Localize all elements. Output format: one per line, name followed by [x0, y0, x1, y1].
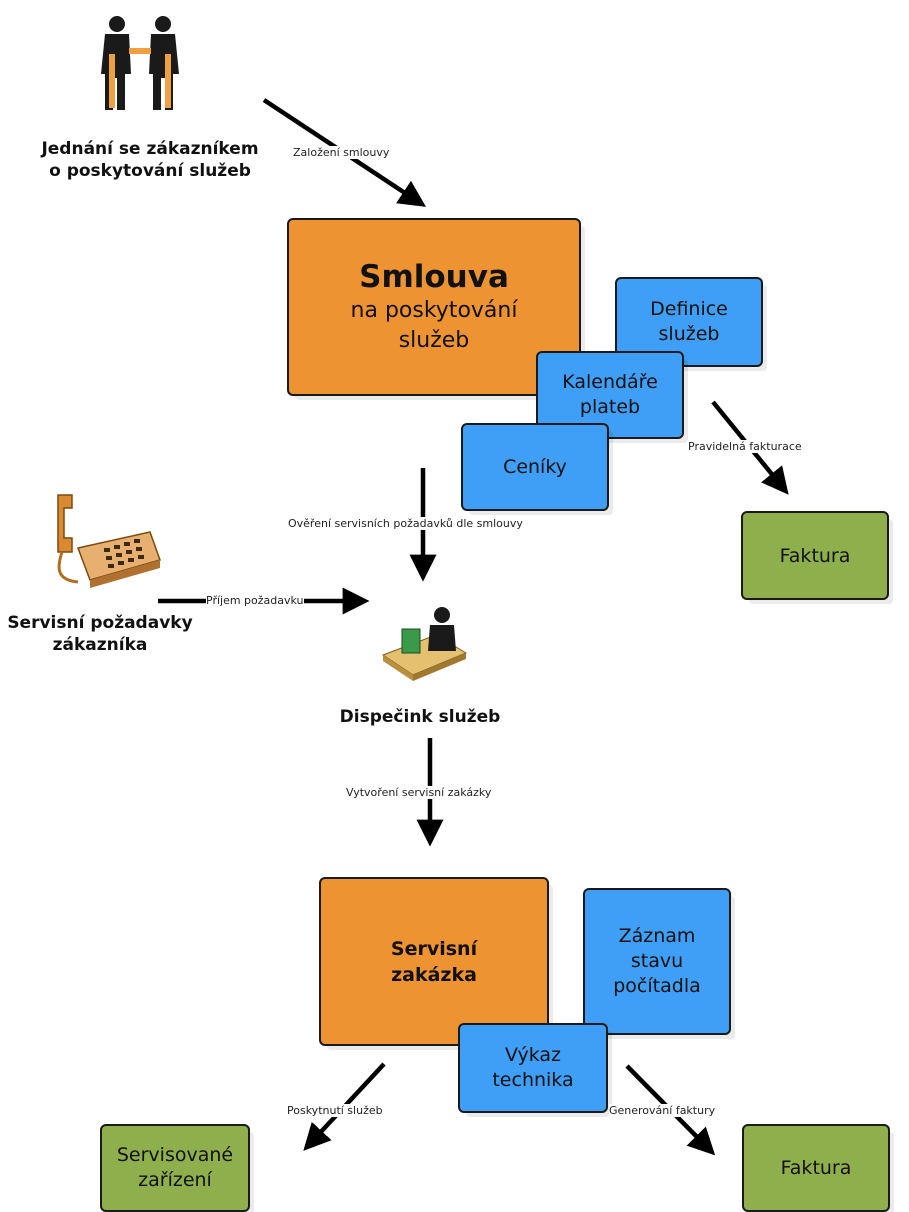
label-generovani: Generování faktury: [609, 1104, 716, 1117]
label-overeni: Ověření servisních požadavků dle smlouvy: [288, 517, 523, 530]
contract-title: Smlouva: [359, 259, 509, 295]
contract-box[interactable]: Smlouva na poskytování služeb: [287, 218, 581, 396]
dispatcher-icon: [381, 607, 468, 681]
contract-line3: služeb: [398, 328, 470, 353]
order-line2: zakázka: [391, 963, 477, 986]
label-vytvoreni: Vytvoření servisní zakázky: [346, 786, 492, 799]
phone-caption-line2: zákazníka: [52, 635, 148, 655]
handshake-icon: [101, 16, 179, 110]
telephone-icon: [57, 494, 161, 588]
arrow-poskytnuti: [303, 1062, 386, 1151]
order-line1: Servisní: [390, 937, 478, 960]
service-order-box[interactable]: Servisní zakázka: [319, 877, 549, 1046]
invoice-top-box[interactable]: Faktura: [741, 511, 889, 600]
arrow-generovani: [625, 1064, 716, 1156]
tab-vykaz-technika-box[interactable]: Výkaz technika: [458, 1023, 608, 1113]
top-caption-line2: o poskytování služeb: [49, 161, 251, 181]
invoice-bottom-box[interactable]: Faktura: [742, 1124, 890, 1212]
tab-zaznam-pocitadla[interactable]: Záznam stavu počítadla: [583, 888, 731, 1035]
tab-ceniky[interactable]: Ceníky: [461, 423, 609, 511]
contract-line2: na poskytování: [350, 298, 518, 323]
phone-caption-line1: Servisní požadavky: [7, 613, 193, 633]
top-caption-line1: Jednání se zákazníkem: [41, 139, 259, 159]
serviced-device-box[interactable]: Servisované zařízení: [100, 1124, 250, 1212]
label-fakturace: Pravidelná fakturace: [688, 440, 802, 453]
label-poskytnuti: Poskytnutí služeb: [287, 1104, 383, 1117]
dispatch-caption: Dispečink služeb: [339, 707, 501, 727]
phone-caption: Servisní požadavky zákazníka: [0, 612, 200, 656]
top-caption: Jednání se zákazníkem o poskytování služ…: [40, 138, 260, 182]
label-zalozeni: Založení smlouvy: [293, 146, 390, 159]
label-prijem: Příjem požadavku: [206, 594, 304, 607]
